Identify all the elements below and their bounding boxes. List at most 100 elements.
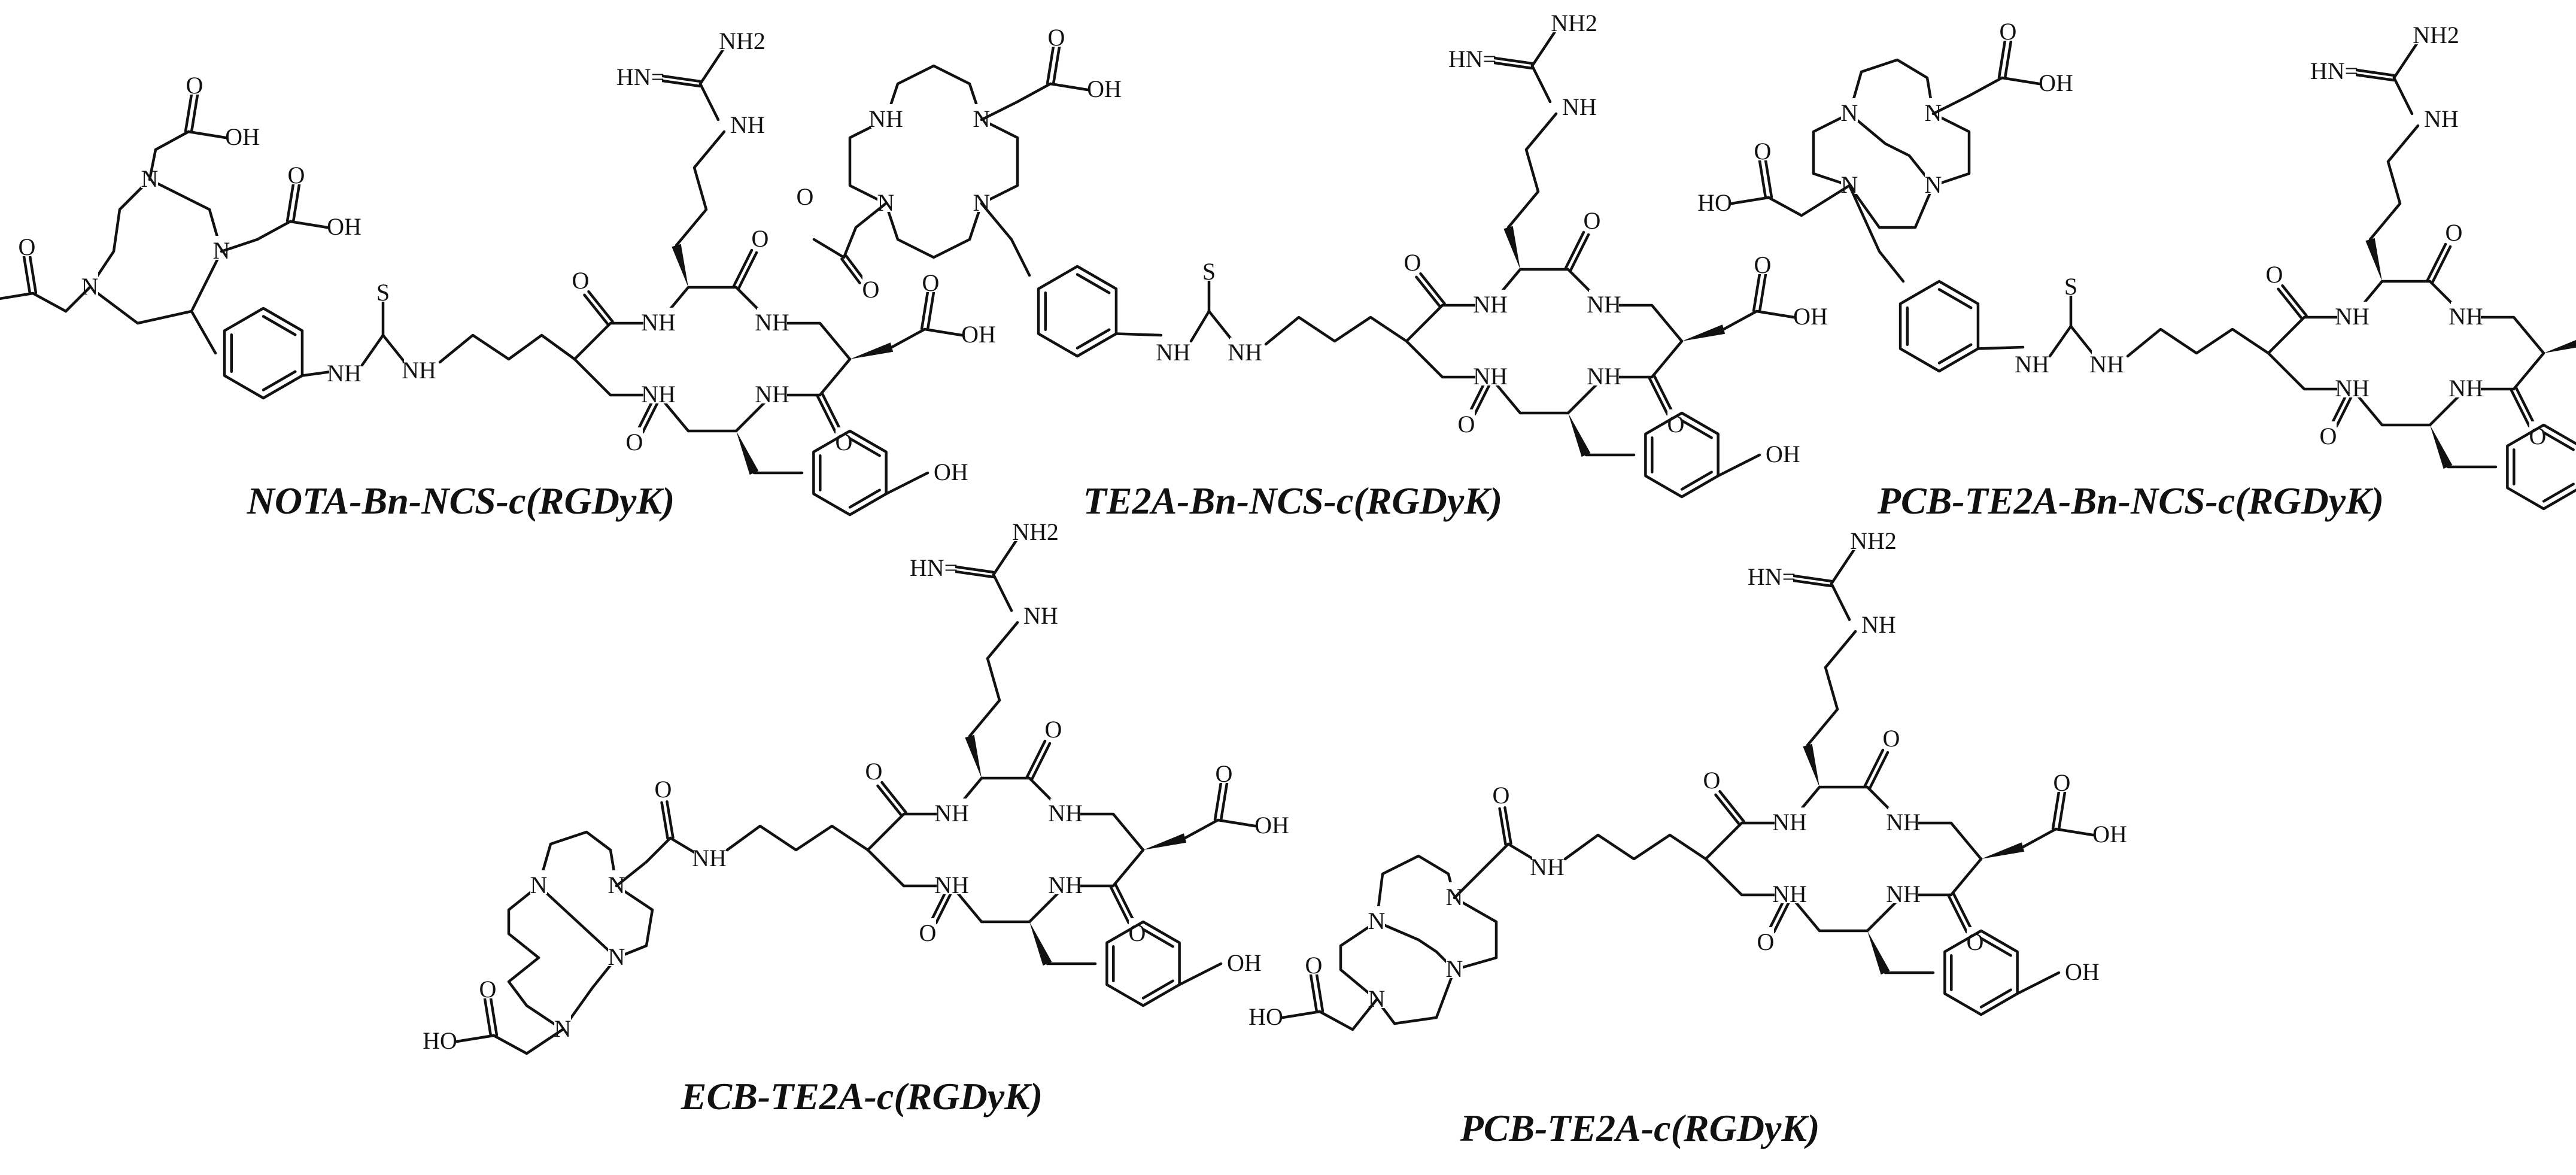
atom-label: OH [1227,949,1262,976]
atom-label: O [919,919,937,946]
bond [573,286,852,433]
wedge-bond [965,734,982,778]
atom-label-bg [227,122,257,146]
atom-label-bg [1021,601,1051,625]
atom-label-bg [2446,218,2462,242]
bond [1898,280,1980,373]
atom-label-bg [1883,724,1900,748]
atom-label: O [922,269,940,296]
atom-label: S [2064,273,2077,300]
atom-label: O [1305,952,1323,979]
bond [561,956,618,1031]
bond [848,118,888,205]
bond [1758,159,1767,200]
atom-label: HN= [1748,563,1796,590]
bond [1405,268,1684,415]
atom-label: OH [1254,812,1289,839]
bond [1943,929,2019,1016]
bond [880,781,907,814]
atom-label: O [862,276,880,303]
bond [492,1034,528,1055]
atom-label-bg [404,356,434,379]
bond [675,130,726,247]
wedge-bond [672,244,688,287]
bond [1141,928,1174,948]
atom-label-bg [752,224,768,248]
bond [1788,578,1833,588]
bond [256,220,292,241]
bond [1105,920,1181,1007]
atom-label-bg [2451,374,2481,397]
bond [1830,582,1851,621]
atom-label: O [2000,18,2017,45]
atom-label: O [1967,928,1984,955]
atom-label: O [2529,423,2547,450]
bond [842,226,858,259]
atom-label-bg [1451,44,1494,68]
atom-label-bg [643,308,673,332]
atom-label: NH [2449,375,2483,402]
bond [31,292,68,313]
bond [1213,781,1223,821]
bond [537,830,618,888]
atom-label: OH [1793,303,1828,330]
bond [2000,76,2041,86]
bond [1178,962,1223,986]
atom-label: NH [1023,602,1058,629]
atom-label: NH [934,872,969,898]
atom-label-bg [1775,807,1805,831]
atom-label-bg [1925,170,1942,194]
bond [2426,242,2447,282]
bond [587,290,614,323]
bond [2069,324,2097,358]
bond [2003,40,2013,80]
bond [1848,58,1935,116]
bond [1189,309,1211,343]
atom-label: NH [934,800,969,827]
bond [2392,40,2420,80]
bond [2021,827,2058,849]
bond [1979,988,2012,1009]
atom-label: OH [1766,441,1800,467]
bond [1489,56,1534,65]
bond [1183,818,1220,840]
bond [1219,782,1229,822]
bond [154,130,190,151]
caption-te2a-bn-ncs-crgdyk: TE2A-Bn-NCS-c(RGDyK) [1083,479,1503,522]
bond [1937,343,1973,365]
bond [1976,345,2025,350]
atom-label: NH [2335,303,2370,330]
bond [1967,76,2004,98]
bond [876,784,903,818]
bond [2431,245,2452,284]
bond [854,202,888,229]
structure-nota-bn-ncs-crgdyk: NNNOOHOOHOHONHSNHOOOONHNHNHNHNHHN=NH2OOH… [0,26,996,517]
atom-label: N [1446,955,1463,982]
atom-label: NH [1048,800,1083,827]
bond [950,569,995,579]
atom-label-bg [694,843,724,867]
atom-label: O [2266,261,2283,288]
bond [1216,818,1257,828]
bond [657,78,701,88]
bond [885,471,929,496]
atom-label-bg [1754,136,1771,160]
atom-label-bg [2062,957,2092,981]
atom-label: O [1458,411,1475,438]
bond [2542,431,2575,451]
atom-label-bg [375,278,391,302]
bond [840,257,861,284]
bond [1714,793,1741,827]
atom-label: OH [934,459,968,485]
atom-label-bg [2337,374,2367,397]
wedge-bond [2544,339,2576,353]
bond [2054,827,2095,837]
bond [2016,971,2061,995]
atom-label: O [19,233,36,260]
bond [1037,265,1118,358]
bond [64,286,92,313]
bond [220,238,259,253]
atom-label: O [1754,251,1772,278]
bond [1979,937,2012,957]
